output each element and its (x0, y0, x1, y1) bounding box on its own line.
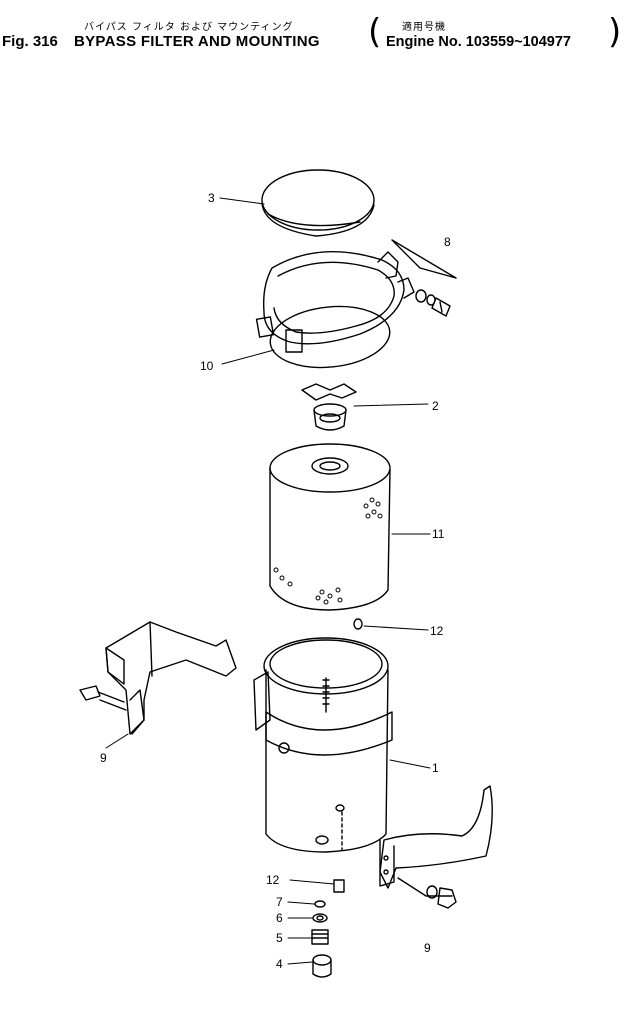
valve-part-2 (301, 383, 357, 431)
callout-5: 5 (276, 931, 283, 945)
japanese-applicability: 適用号機 (402, 22, 446, 33)
case-part-1 (253, 637, 393, 853)
callout-7: 7 (276, 895, 283, 909)
cover-part-3 (261, 169, 375, 237)
header: バイパス フィルタ および マウンティング 適用号機 Fig. 316 BYPA… (0, 0, 624, 60)
callout-1: 1 (432, 761, 439, 775)
engine-range: Engine No. 103559~104977 (386, 34, 571, 50)
figure-number: Fig. 316 (2, 33, 58, 50)
callout-4: 4 (276, 957, 283, 971)
o-ring-part-10 (269, 305, 391, 369)
drain-stack (311, 879, 345, 978)
callout-2: 2 (432, 399, 439, 413)
page-title: BYPASS FILTER AND MOUNTING (74, 33, 320, 50)
filter-element-part-11 (269, 443, 391, 611)
japanese-title: バイパス フィルタ および マウンティング (84, 22, 294, 33)
callout-12-lower: 12 (266, 873, 280, 887)
callout-9-right: 9 (424, 941, 431, 955)
plug-part-12-upper (353, 618, 363, 630)
callout-9-left: 9 (100, 751, 107, 765)
clamp-band-part-8 (255, 239, 457, 353)
close-paren: ) (608, 12, 622, 52)
callout-8: 8 (444, 235, 451, 249)
right-strap (379, 785, 493, 909)
callout-10: 10 (200, 359, 214, 373)
open-paren: ( (368, 12, 382, 52)
callout-11: 11 (432, 527, 445, 541)
leader-lines (105, 197, 431, 965)
callout-6: 6 (276, 911, 283, 925)
left-bracket (79, 621, 237, 735)
callout-3: 3 (208, 191, 215, 205)
callout-12-upper: 12 (430, 624, 444, 638)
